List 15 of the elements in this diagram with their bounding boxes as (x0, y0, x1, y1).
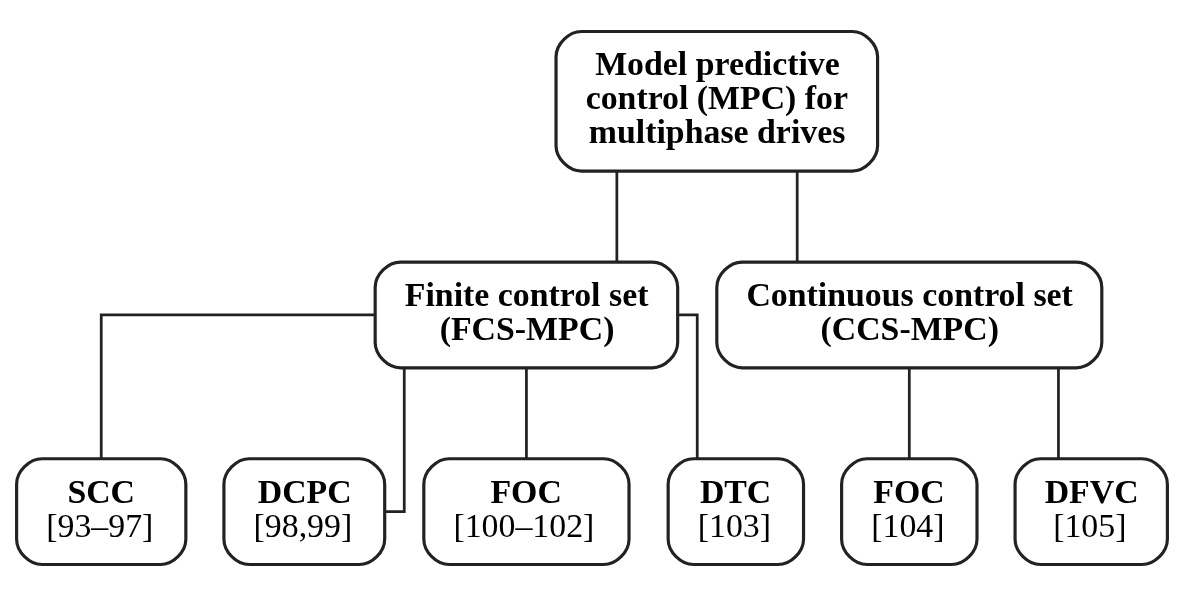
connector (525, 368, 528, 459)
connector (615, 171, 619, 262)
node-box: FOC [100–102] (422, 457, 631, 567)
connector (99, 313, 375, 458)
connector (795, 171, 799, 262)
node-box: Model predictive control (MPC) for multiphase drives (554, 29, 880, 173)
node-box: DCPC [98,99] (222, 457, 387, 567)
node-box: DFVC [105] (1013, 457, 1169, 567)
node-box: Finite control set (FCS-MPC) (373, 260, 680, 370)
node-box: DTC [103] (666, 457, 806, 567)
node-box: SCC [93–97] (15, 457, 188, 567)
connector (907, 368, 911, 459)
node-box: Continuous control set (CCS-MPC) (715, 260, 1104, 370)
connector (1057, 368, 1060, 459)
node-box: FOC [104] (840, 457, 979, 567)
